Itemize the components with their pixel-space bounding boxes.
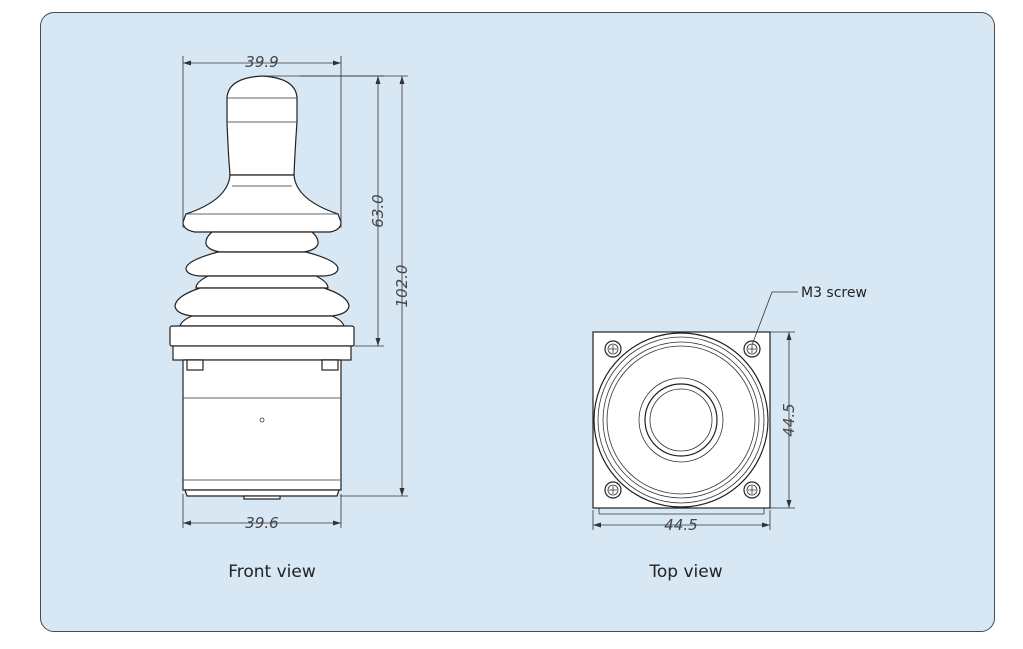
dim-handle-height: 63.0	[262, 75, 387, 347]
handle-collar	[182, 174, 342, 233]
dim-top-width-label: 39.9	[245, 53, 278, 71]
screw-label: M3 screw	[801, 285, 867, 301]
flange-bottom	[172, 345, 352, 361]
front-view-caption: Front view	[228, 562, 316, 582]
dim-total-height-label: 102.0	[393, 265, 411, 308]
dim-total-height: 102.0	[300, 75, 411, 497]
screw-top-right	[743, 340, 761, 358]
bellows-ring-3	[195, 275, 329, 289]
dim-top-width: 39.9	[182, 53, 342, 228]
dim-top-view-height: 44.5	[770, 331, 798, 509]
housing-hole	[259, 417, 265, 423]
housing-body	[182, 359, 342, 491]
housing-base	[184, 489, 340, 497]
top-view: M3 screw 44.5 44.5 Top view	[592, 285, 867, 582]
screw-top-left	[604, 340, 622, 358]
screw-leader: M3 screw	[751, 285, 867, 346]
dim-top-view-width: 44.5	[592, 510, 771, 534]
front-view: 39.9 39.6 63.0 102.0 Front view	[169, 53, 411, 582]
screw-bottom-left	[604, 481, 622, 499]
dim-top-view-width-label: 44.5	[664, 516, 697, 534]
dim-bottom-width: 39.6	[182, 494, 342, 532]
base-stub	[243, 495, 281, 500]
flange-top	[169, 325, 355, 347]
bellows-ring-2	[185, 251, 339, 277]
bellows-ring-1	[205, 231, 319, 253]
bellows-ring-4	[174, 287, 350, 317]
bellows-base	[179, 315, 345, 327]
dim-top-view-height-label: 44.5	[780, 403, 798, 436]
handle-knob	[226, 75, 298, 176]
top-view-caption: Top view	[648, 562, 722, 582]
screw-bottom-right	[743, 481, 761, 499]
dim-handle-height-label: 63.0	[369, 194, 387, 227]
handle-top	[644, 383, 718, 457]
dim-bottom-width-label: 39.6	[245, 514, 278, 532]
